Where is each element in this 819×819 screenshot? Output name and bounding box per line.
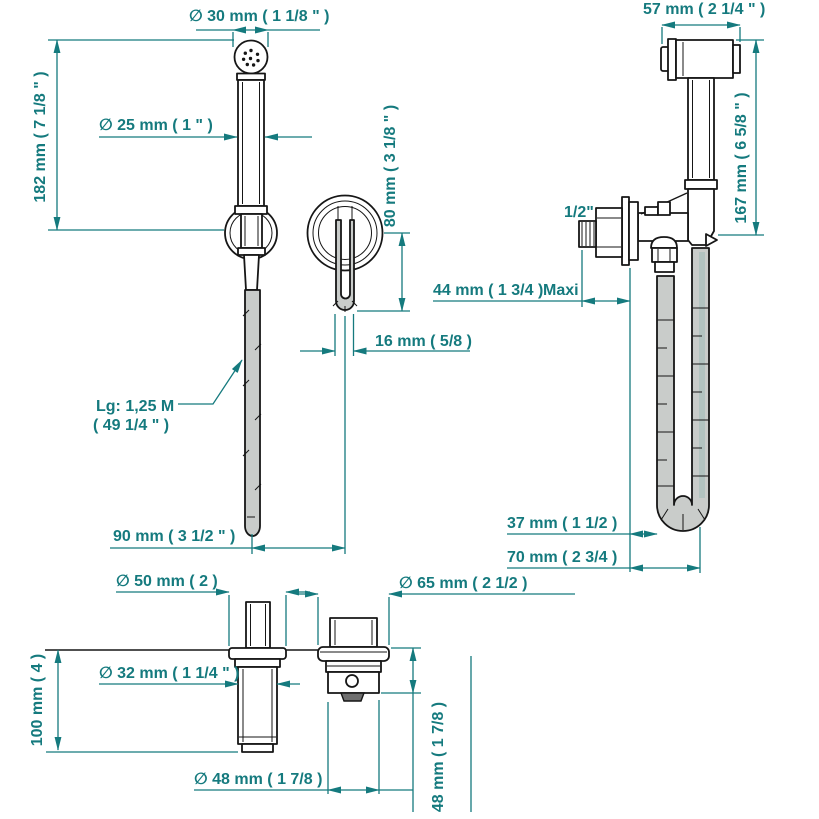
hose-highlight (699, 252, 705, 498)
thread-size-label: 1/2" (564, 204, 594, 221)
dim-head-diameter: ∅ 30 mm ( 1 1/8 " ) (189, 8, 329, 47)
dim-label: ∅ 25 mm ( 1 " ) (99, 117, 213, 134)
hose-texture (242, 309, 262, 518)
dimensions: ∅ 30 mm ( 1 1/8 " ) ∅ 25 mm ( 1 " ) 182 … (29, 1, 765, 812)
dim-hook-height: 80 mm ( 3 1/8 " ) (357, 105, 410, 312)
grip-lip (237, 247, 266, 256)
dim-label: 167 mm ( 6 5/8 " ) (733, 92, 750, 223)
dim-head-width: 57 mm ( 2 1/4 " ) (643, 1, 765, 44)
bracket-hook (335, 219, 355, 311)
hose (244, 289, 261, 537)
outlet-dome (650, 236, 678, 249)
dim-label: 44 mm ( 1 3/4 ) (433, 282, 543, 299)
dim-hose-offset-inner: 37 mm ( 1 1/2 ) (507, 515, 658, 538)
dim-label: 80 mm ( 3 1/8 " ) (382, 105, 399, 227)
union-stem (245, 601, 271, 649)
dim-elbow-flange-diameter: ∅ 65 mm ( 2 1/2 ) (297, 575, 575, 645)
elbow-nub (339, 692, 366, 702)
dim-tip-offset: 90 mm ( 3 1/2 " ) (110, 316, 346, 554)
dim-label: ∅ 50 mm ( 2 ) (116, 573, 218, 590)
dim-label-maxi: Maxi (543, 282, 579, 299)
wall-escutcheon-outer (621, 196, 630, 266)
dim-label: 16 mm ( 5/8 ) (375, 333, 472, 350)
union-collar (234, 658, 281, 668)
dim-label: ∅ 32 mm ( 1 1/4 " ) (99, 665, 239, 682)
dim-label: 70 mm ( 2 3/4 ) (507, 549, 617, 566)
dim-wall-thickness: 44 mm ( 1 3/4 ) Maxi (433, 250, 631, 572)
dim-label: 100 mm ( 4 ) (29, 654, 46, 746)
dim-label: ∅ 30 mm ( 1 1/8 " ) (189, 8, 329, 25)
sprayer-head-cap (732, 44, 741, 74)
supply-boss (595, 207, 623, 258)
dim-hose-offset-outer: 70 mm ( 2 3/4 ) (507, 527, 701, 573)
handle (237, 79, 265, 207)
dim-elbow-body-diameter: ∅ 48 mm ( 1 7/8 ) (194, 700, 413, 794)
dim-total-height: 182 mm ( 7 1/8 " ) (32, 39, 234, 231)
union-flange (228, 647, 287, 660)
union-body (237, 666, 278, 745)
nipple-threads (581, 222, 595, 246)
dim-elbow-height: 48 mm ( 1 7/8 ) (381, 647, 472, 812)
wall-hose (656, 247, 710, 532)
sprayer-body (687, 77, 715, 181)
dim-hook-width: 16 mm ( 5/8 ) (300, 314, 472, 356)
dim-label: 48 mm ( 1 7/8 ) (430, 702, 447, 812)
valve-top-step (644, 206, 659, 216)
wall-escutcheon-inner (628, 201, 639, 261)
dim-label: ∅ 48 mm ( 1 7/8 ) (194, 771, 322, 788)
dim-union-flange-diameter: ∅ 50 mm ( 2 ) (116, 573, 310, 646)
valve-spout-tip (705, 233, 718, 247)
union-foot (241, 743, 274, 753)
elbow-flange (317, 646, 390, 662)
view-handshower-side (224, 39, 278, 537)
hose-length-label: Lg: 1,25 M (96, 398, 174, 415)
dim-label: 57 mm ( 2 1/4 " ) (643, 1, 765, 18)
wall-hose-texture (657, 307, 709, 530)
outlet-nut (651, 247, 678, 263)
body-collar (684, 179, 718, 190)
hook-texture (332, 300, 358, 312)
handle-grip (240, 213, 263, 249)
hose-coupling (243, 254, 260, 291)
elbow-stem (329, 617, 378, 648)
dim-label: ∅ 65 mm ( 2 1/2 ) (399, 575, 527, 592)
dim-union-body-diameter: ∅ 32 mm ( 1 1/4 " ) (99, 665, 300, 688)
handle-collar (234, 205, 268, 215)
sprayer-face-plate (667, 38, 677, 81)
dim-handle-diameter: ∅ 25 mm ( 1 " ) (99, 117, 312, 141)
hose-length-label-2: ( 49 1/4 " ) (93, 417, 169, 434)
sprayer-head-body (675, 39, 734, 79)
dim-union-depth: 100 mm ( 4 ) (29, 649, 238, 753)
view-deck-union (45, 601, 318, 753)
spray-holes (241, 48, 260, 67)
head-neck (236, 72, 266, 81)
note-hose-length: Lg: 1,25 M ( 49 1/4 " ) (93, 359, 243, 434)
dim-label: 182 mm ( 7 1/8 " ) (32, 71, 49, 202)
dim-wall-unit-height: 167 mm ( 6 5/8 " ) (718, 39, 764, 236)
dim-label: 37 mm ( 1 1/2 ) (507, 515, 617, 532)
dim-label: 90 mm ( 3 1/2 " ) (113, 528, 235, 545)
view-deck-elbow (317, 617, 390, 702)
valve-top-boss (657, 201, 671, 216)
view-wall-mount-side (578, 38, 741, 532)
view-bracket-front (306, 194, 384, 312)
supply-nipple (578, 220, 597, 248)
outlet-ferrule (654, 261, 675, 273)
elbow-port (345, 674, 359, 688)
